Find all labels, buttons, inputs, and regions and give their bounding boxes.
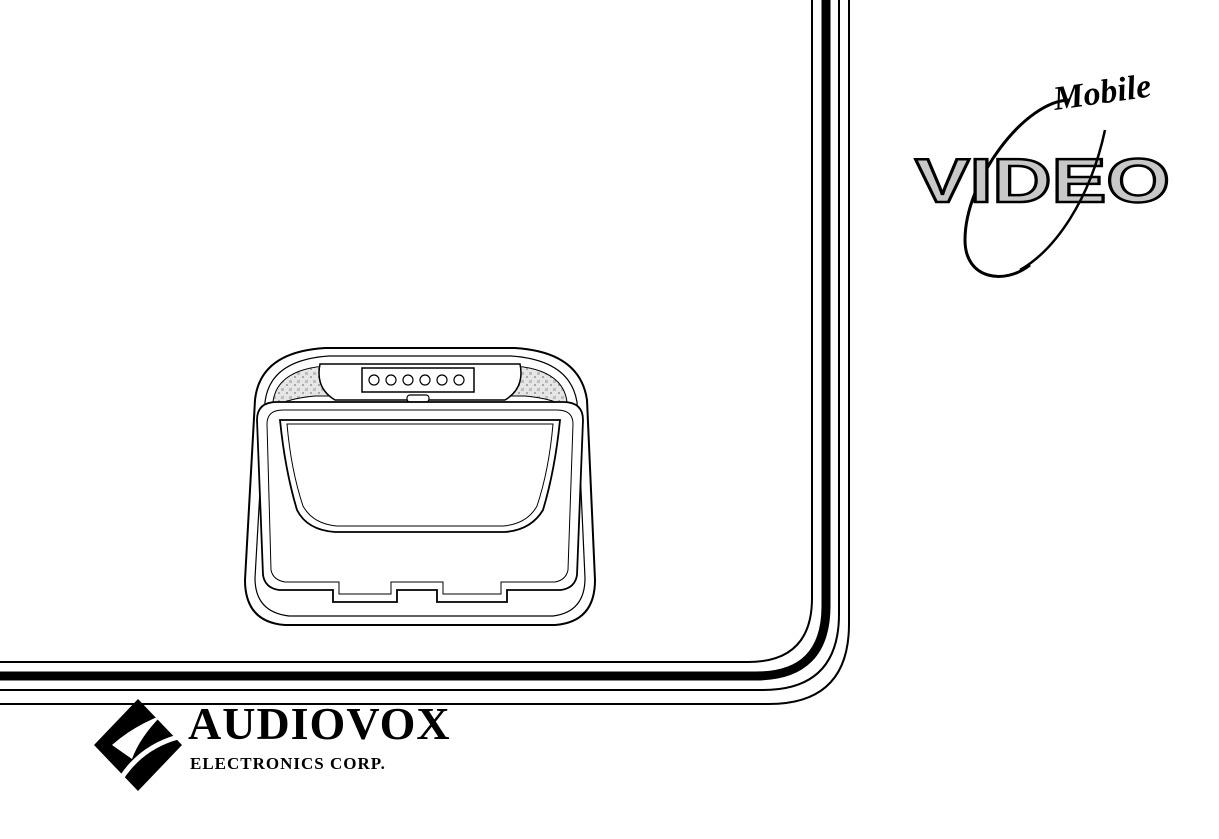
display-panel [280,420,560,532]
control-button-3 [403,375,413,385]
brand-subtitle: ELECTRONICS CORP. [190,755,386,772]
control-button-4 [420,375,430,385]
logo-mobile-word: Mobile [1050,70,1153,118]
control-button-1 [369,375,379,385]
mobile-video-logo: VIDEO Mobile [905,70,1185,290]
control-button-5 [437,375,447,385]
overhead-monitor-illustration [225,340,615,640]
release-latch [407,395,429,402]
brand-name: AUDIOVOX [188,701,451,747]
logo-video-word: VIDEO [915,147,1170,216]
audiovox-brand: AUDIOVOX ELECTRONICS CORP. [92,697,432,797]
control-button-6 [454,375,464,385]
control-button-2 [386,375,396,385]
audiovox-mark-icon [92,697,184,793]
